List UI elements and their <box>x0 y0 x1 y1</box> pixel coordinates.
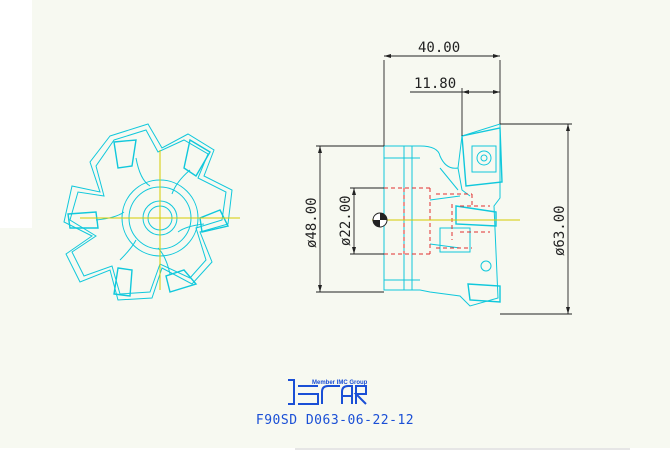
iscar-logo <box>288 379 367 405</box>
dim-insert-length: 11.80 <box>414 76 456 92</box>
dimension-arrows <box>318 54 570 314</box>
right-panel <box>0 228 670 448</box>
hidden-lines <box>384 187 490 255</box>
side-view <box>383 123 503 307</box>
front-centerlines <box>80 150 240 290</box>
logo-tagline: Member IMC Group <box>312 380 368 386</box>
part-number-caption: F90SD D063-06-22-12 <box>255 413 415 428</box>
dim-bore-diameter: ø22.00 <box>338 195 354 246</box>
left-panel <box>32 0 375 228</box>
pivot-symbol <box>372 212 388 228</box>
dim-body-diameter: ø48.00 <box>304 197 320 248</box>
dim-cutting-diameter: ø63.00 <box>552 205 568 256</box>
dim-overall-length: 40.00 <box>418 40 460 56</box>
dimension-lines <box>316 55 572 315</box>
